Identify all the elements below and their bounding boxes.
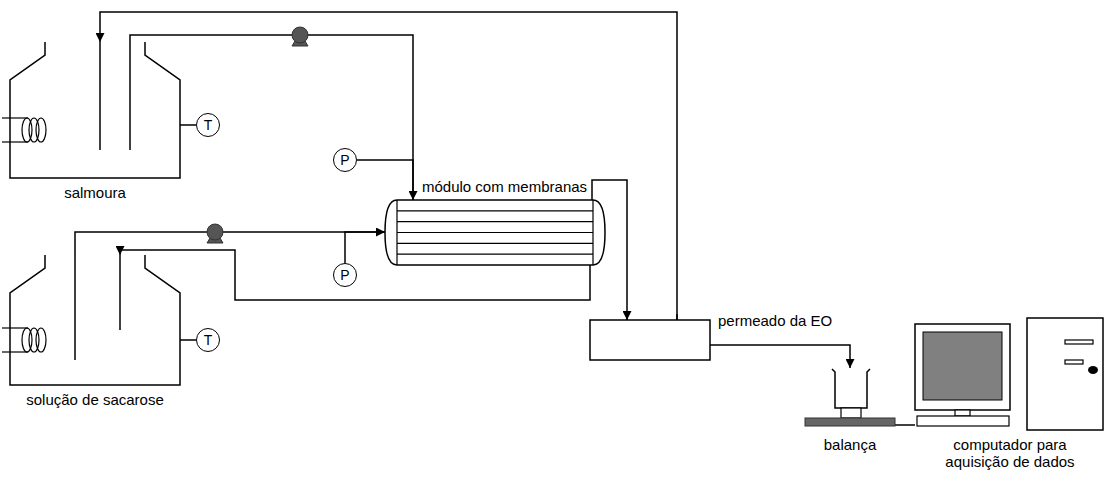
membrane-fibre: [397, 221, 593, 222]
membrane-module-outline: [385, 200, 605, 265]
balance: balança: [805, 368, 895, 430]
keyboard: [917, 416, 1009, 426]
monitor: [915, 324, 1010, 410]
pump-body: [207, 224, 223, 240]
equipment-label: computador para aquisição de dados: [940, 436, 1080, 470]
equipment-label: balança: [805, 436, 895, 453]
pump-symbol: [292, 27, 308, 46]
equipment-label: solução de sacarose: [10, 391, 180, 408]
permeate-tank: permeado da EO: [590, 320, 710, 360]
gauge-letter: P: [340, 153, 349, 167]
process-pipe: [130, 35, 413, 200]
pump-body: [292, 27, 308, 43]
balance-platform: [805, 418, 895, 426]
equipment-label: módulo com membranas: [422, 178, 587, 195]
tank-outline: [10, 42, 180, 178]
equipment-label: permeado da EO: [718, 312, 832, 329]
balance-outline: [805, 368, 895, 430]
process-pipe: [75, 232, 385, 255]
heater-lead: [2, 117, 28, 118]
computer-outline: [915, 318, 1105, 430]
process-pipe: [345, 232, 385, 263]
module-shell: [385, 200, 605, 265]
process-pipe: [895, 424, 915, 426]
heater-loop: [36, 328, 46, 352]
pump-symbol: [207, 224, 223, 243]
sucrose-tank: solução de sacarose: [10, 255, 180, 385]
temperature-gauge: T: [196, 328, 220, 352]
tube-sheet: [397, 200, 593, 265]
beaker: [832, 369, 870, 408]
process-pipe: [357, 160, 413, 200]
dip-tubes: [75, 42, 130, 360]
temperature-gauge: T: [196, 113, 220, 137]
gauge-letter: T: [204, 118, 213, 132]
equipment-label: salmoura: [10, 184, 180, 201]
process-pipe: [710, 345, 850, 368]
vessel-nozzles: [627, 314, 677, 320]
permeate-tank-outline: [590, 320, 710, 360]
balance-pedestal: [841, 408, 861, 418]
membrane-fibre: [397, 254, 593, 255]
tank-outline: [10, 255, 180, 385]
heater-coil: [2, 328, 46, 352]
power-button: [1088, 366, 1098, 374]
process-pipe: [100, 12, 677, 320]
heater-coil: [2, 118, 46, 142]
tower: [1027, 318, 1103, 430]
process-pipe: [180, 339, 196, 341]
screen: [923, 332, 1002, 400]
drive-slot: [1065, 340, 1093, 344]
pressure-gauge: P: [333, 263, 357, 287]
drive-slot: [1065, 360, 1083, 364]
pressure-gauge: P: [333, 148, 357, 172]
dip-tube: [129, 42, 131, 150]
process-pipe: [180, 124, 196, 126]
vessel-outline: [590, 320, 710, 360]
dip-tube: [74, 255, 76, 360]
brine-tank: salmoura: [10, 42, 180, 178]
dip-tube: [99, 42, 101, 150]
heater-lead: [2, 141, 28, 142]
computer: computador para aquisição de dados: [915, 318, 1105, 430]
heater-lead: [2, 351, 28, 352]
heater-loop: [36, 118, 46, 142]
gauge-letter: P: [340, 268, 349, 282]
dip-tube: [119, 255, 121, 330]
heater-lead: [2, 327, 28, 328]
sucrose-tank-outline: [10, 255, 180, 385]
gauge-letter: T: [204, 333, 213, 347]
membrane-fibre: [397, 243, 593, 244]
membrane-fibre: [397, 232, 593, 233]
membrane-fibre: [397, 210, 593, 211]
membrane-module: módulo com membranas: [385, 200, 605, 265]
brine-tank-outline: [10, 42, 180, 178]
monitor-stand: [955, 410, 970, 416]
